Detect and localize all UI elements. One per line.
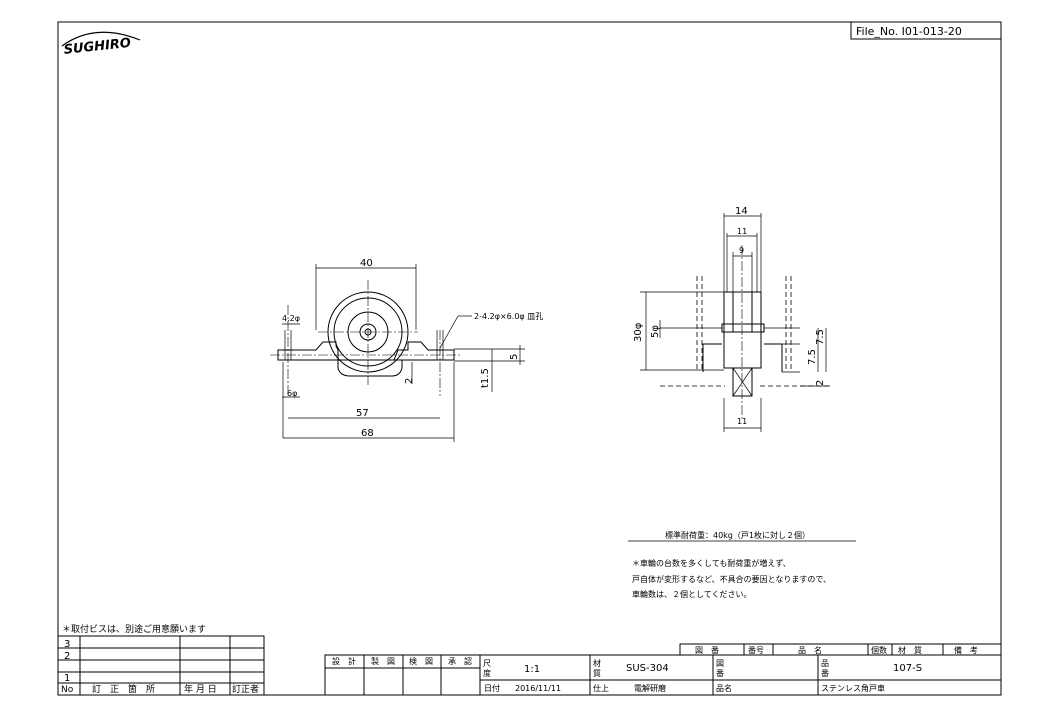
front-view [270, 264, 525, 442]
rev-row-1: 1 [64, 673, 70, 684]
finish-label: 仕上 [593, 683, 609, 693]
dim-30: 30φ [633, 322, 644, 342]
header-drafting: 製 図 [371, 656, 395, 666]
header-check: 検 図 [409, 656, 433, 666]
rev-header-editor: 訂正者 [232, 683, 259, 695]
product-no-label: 品 [821, 659, 829, 668]
drawing-no-label-2: 番 [716, 668, 724, 678]
parts-header-name: 品 名 [798, 645, 822, 655]
product-no-label-2: 番 [821, 668, 829, 678]
product-name-value: ステンレス角戸車 [821, 683, 885, 693]
side-view [640, 213, 830, 432]
dim-57: 57 [356, 408, 369, 419]
note-line-1: ＊車輪の台数を多くしても耐荷重が増えず、 [632, 558, 791, 568]
rev-header-no: No [61, 685, 74, 695]
dim-4-2: 4.2φ [282, 314, 300, 323]
parts-header-qty: 個数 [871, 645, 887, 655]
sheet-border [57, 21, 1002, 696]
dim-2-side: 2 [815, 380, 826, 386]
dim-7-5-b: 7.5 [815, 329, 826, 345]
scale-value: 1:1 [524, 664, 540, 675]
dim-6: 6φ [287, 389, 297, 398]
drawing-no-label: 図 [716, 659, 724, 668]
dim-5-dia: 5φ [650, 325, 661, 338]
dim-14: 14 [735, 206, 748, 217]
dim-5: 5 [509, 354, 520, 360]
material-label-2: 質 [593, 668, 601, 678]
date-value: 2016/11/11 [515, 684, 561, 693]
svg-text:SUGHIRO: SUGHIRO [63, 36, 132, 58]
scale-label: 尺 [483, 659, 491, 668]
screw-note: ＊取付ビスは、別途ご用意願います [62, 623, 206, 635]
header-approval: 承 認 [448, 656, 472, 666]
parts-header-number: 番号 [748, 645, 764, 655]
note-line-3: 車輪数は、２個としてください。 [632, 589, 752, 599]
rev-header-location: 訂 正 箇 所 [92, 683, 155, 695]
note-line-2: 戸自体が変形するなど、不具合の要因となりますので、 [632, 574, 831, 584]
rev-row-3: 3 [64, 639, 70, 650]
file-no-box [850, 21, 1002, 40]
parts-header-drawing-no: 図 番 [695, 645, 719, 655]
rev-row-2: 2 [64, 651, 70, 662]
load-label: 標準耐荷重：40kg（戸1枚に対し２個） [665, 530, 810, 540]
title-block [324, 643, 1002, 696]
material-label: 材 [593, 658, 601, 668]
dim-t15: t1.5 [480, 368, 491, 388]
rev-header-date: 年 月 日 [184, 683, 217, 695]
dim-40: 40 [360, 258, 373, 269]
parts-header-material: 材 質 [898, 645, 922, 655]
dim-11-bottom: 11 [737, 417, 747, 426]
dim-7-5-a: 7.5 [807, 349, 818, 365]
material-value: SUS-304 [626, 663, 669, 674]
scale-label-2: 度 [483, 668, 491, 678]
dim-hole-spec: 2-4.2φ×6.0φ 皿孔 [474, 312, 543, 321]
dim-2-front: 2 [404, 378, 415, 384]
product-no-value: 107-S [893, 663, 922, 674]
dim-9: 9 [739, 246, 744, 255]
dim-68: 68 [361, 428, 374, 439]
revision-table [57, 635, 265, 696]
parts-header-remarks: 備 考 [954, 645, 978, 655]
dim-11-top: 11 [737, 227, 747, 236]
finish-value: 電解研磨 [634, 683, 666, 693]
header-design: 設 計 [332, 656, 356, 666]
date-label: 日付 [484, 683, 500, 693]
file-no: File_No. I01-013-20 [856, 25, 962, 38]
company-logo: SUGHIRO [61, 31, 141, 58]
product-name-label: 品名 [716, 683, 732, 693]
